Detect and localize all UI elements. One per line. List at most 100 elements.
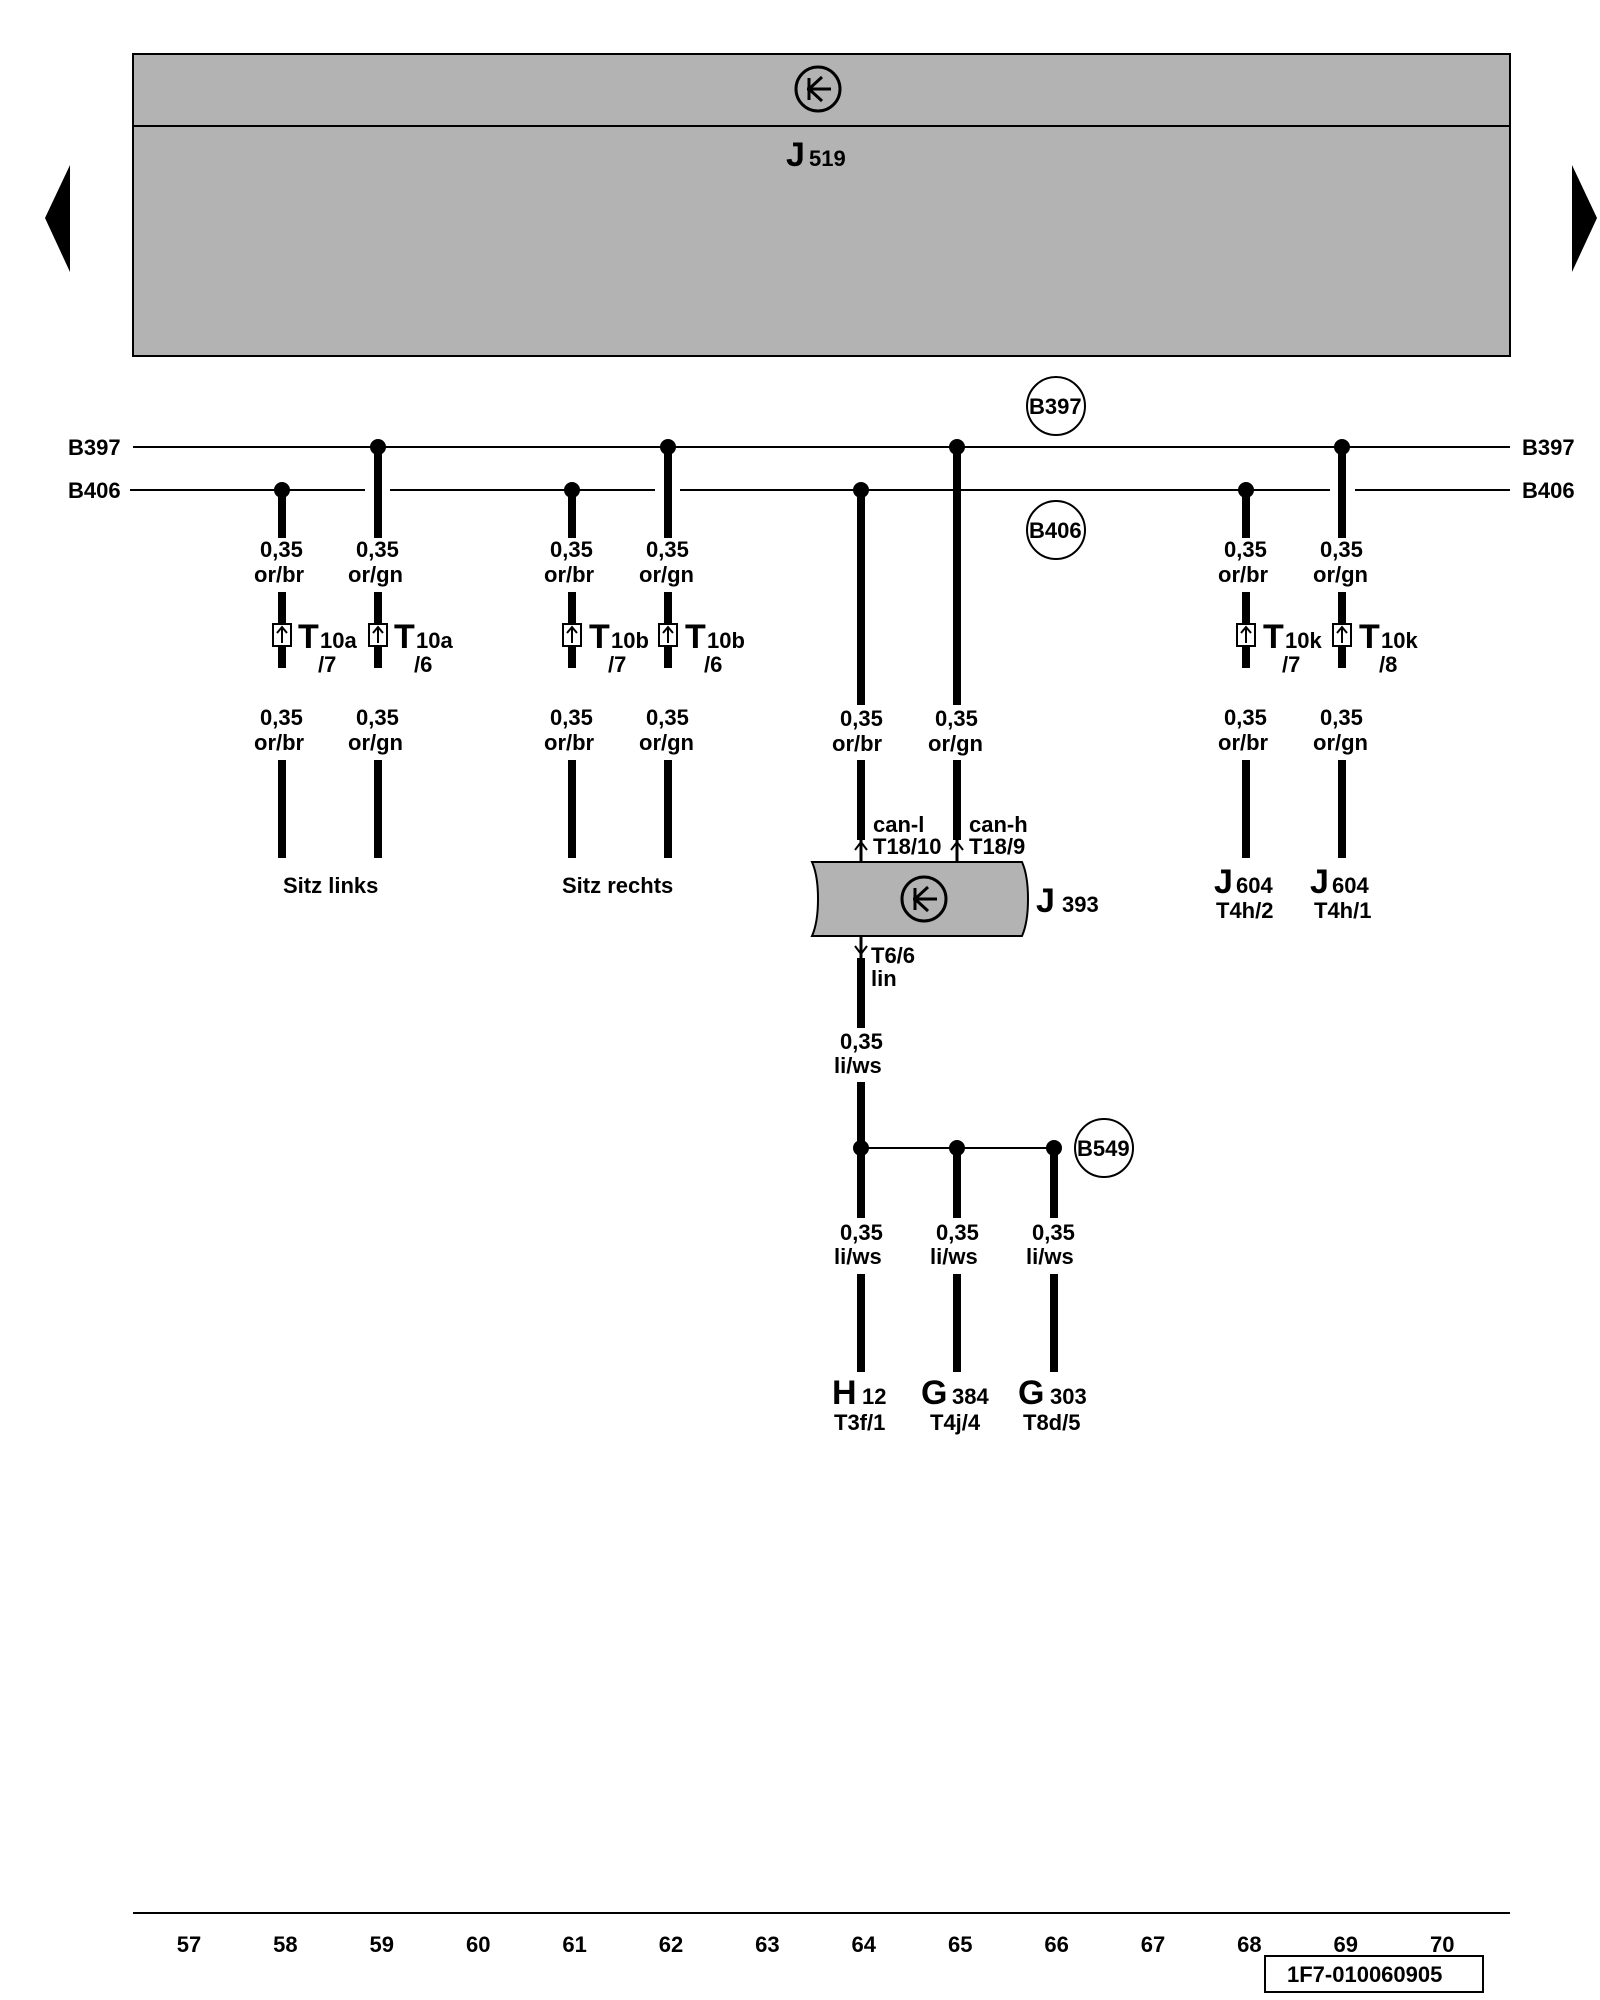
svg-text:0,35: 0,35 (356, 705, 399, 730)
bus-symbol-icon (794, 65, 842, 113)
svg-text:/7: /7 (1282, 652, 1300, 677)
svg-text:T: T (298, 618, 319, 656)
svg-text:0,35: 0,35 (936, 1220, 979, 1245)
svg-text:10b: 10b (707, 628, 745, 653)
ruler-number: 68 (1237, 1932, 1261, 1957)
svg-text:T: T (394, 618, 415, 656)
svg-text:T: T (589, 618, 610, 656)
svg-text:0,35: 0,35 (1320, 537, 1363, 562)
control-unit-j519: J 519 (132, 53, 1511, 357)
svg-text:or/gn: or/gn (639, 562, 694, 587)
svg-text:12: 12 (862, 1384, 886, 1409)
svg-text:T: T (685, 618, 706, 656)
svg-text:604: 604 (1236, 873, 1273, 898)
svg-text:or/br: or/br (1218, 730, 1269, 755)
svg-text:G: G (921, 1374, 947, 1412)
svg-text:0,35: 0,35 (1224, 705, 1267, 730)
wire-lin: T6/6 lin 0,35 li/ws (834, 936, 915, 1148)
svg-text:303: 303 (1050, 1384, 1087, 1409)
wire-can-h: 0,35 or/gn (928, 439, 983, 862)
bus-b397: B397 B397 (68, 435, 1575, 460)
destination-sitz-rechts: Sitz rechts (562, 873, 673, 898)
wire-can-l: 0,35 or/br (832, 482, 883, 862)
next-page-arrow-icon[interactable] (1572, 165, 1597, 272)
can-h-label: can-h (969, 812, 1028, 837)
connector-icon (272, 623, 292, 647)
svg-text:0,35: 0,35 (1320, 705, 1363, 730)
ruler-number: 67 (1141, 1932, 1165, 1957)
svg-text:0,35: 0,35 (840, 706, 883, 731)
wire-sitz-rechts-br: 0,35 or/br T 10b /7 0,35 or/br (544, 482, 649, 858)
svg-text:T: T (1359, 618, 1380, 656)
svg-text:0,35: 0,35 (646, 705, 689, 730)
wire-sitz-links-gn: 0,35 or/gn T 10a /6 0,35 or/gn (348, 439, 453, 858)
svg-text:or/gn: or/gn (1313, 730, 1368, 755)
svg-text:0,35: 0,35 (646, 537, 689, 562)
splice-b397: B397 (1026, 376, 1086, 436)
svg-text:0,35: 0,35 (260, 705, 303, 730)
ruler-number: 58 (273, 1932, 297, 1957)
splice-b406: B406 (1026, 500, 1086, 560)
svg-text:or/gn: or/gn (1313, 562, 1368, 587)
svg-text:0,35: 0,35 (260, 537, 303, 562)
svg-text:or/gn: or/gn (348, 730, 403, 755)
bus-b406-label-right: B406 (1522, 478, 1575, 503)
bus-b397-label-right: B397 (1522, 435, 1575, 460)
ruler-number: 66 (1044, 1932, 1068, 1957)
svg-text:393: 393 (1062, 892, 1099, 917)
svg-text:0,35: 0,35 (840, 1220, 883, 1245)
ruler-number: 59 (370, 1932, 394, 1957)
svg-text:T6/6: T6/6 (871, 943, 915, 968)
destination-sitz-links: Sitz links (283, 873, 378, 898)
svg-text:G: G (1018, 1374, 1044, 1412)
svg-text:T: T (1263, 618, 1284, 656)
destination-j604-a: J 604 T4h/2 (1214, 863, 1273, 923)
prev-page-arrow-icon[interactable] (45, 165, 70, 272)
svg-text:or/br: or/br (254, 562, 305, 587)
svg-text:or/br: or/br (254, 730, 305, 755)
svg-text:/7: /7 (608, 652, 626, 677)
svg-text:or/br: or/br (1218, 562, 1269, 587)
can-h-pin: T18/9 (969, 834, 1025, 859)
connector-icon (658, 623, 678, 647)
svg-text:B549: B549 (1077, 1136, 1130, 1161)
svg-text:or/br: or/br (544, 730, 595, 755)
control-unit-j393: J 393 (810, 861, 1099, 937)
svg-text:li/ws: li/ws (834, 1244, 882, 1269)
svg-text:J: J (1214, 863, 1233, 901)
ruler-number: 60 (466, 1932, 490, 1957)
bus-b406-label-left: B406 (68, 478, 121, 503)
bus-b406: B406 B406 (68, 478, 1575, 503)
wire-sitz-links-br: 0,35 or/br T 10a /7 0,35 or/br (254, 482, 357, 858)
svg-text:384: 384 (952, 1384, 989, 1409)
can-l-label: can-l (873, 812, 924, 837)
connector-icon (1332, 623, 1352, 647)
ruler-number: 69 (1334, 1932, 1358, 1957)
bus-symbol-icon (900, 875, 948, 923)
splice-b549: B549 (853, 1118, 1134, 1178)
document-code: 1F7-010060905 (1264, 1955, 1484, 1993)
svg-text:T4h/2: T4h/2 (1216, 898, 1273, 923)
svg-text:10b: 10b (611, 628, 649, 653)
svg-text:10a: 10a (320, 628, 357, 653)
svg-text:0,35: 0,35 (1224, 537, 1267, 562)
svg-text:li/ws: li/ws (1026, 1244, 1074, 1269)
svg-text:T4h/1: T4h/1 (1314, 898, 1371, 923)
connector-icon (1236, 623, 1256, 647)
svg-text:or/gn: or/gn (928, 731, 983, 756)
j519-number: 519 (809, 146, 846, 171)
svg-text:or/gn: or/gn (348, 562, 403, 587)
svg-text:T3f/1: T3f/1 (834, 1410, 885, 1435)
svg-text:1F7-010060905: 1F7-010060905 (1287, 1962, 1442, 1987)
ruler-number: 57 (177, 1932, 201, 1957)
svg-text:T4j/4: T4j/4 (930, 1410, 981, 1435)
svg-text:/6: /6 (704, 652, 722, 677)
wire-sitz-rechts-gn: 0,35 or/gn T 10b /6 0,35 or/gn (639, 439, 745, 858)
ruler-number: 64 (852, 1932, 877, 1957)
connector-icon (368, 623, 388, 647)
bus-b397-label-left: B397 (68, 435, 121, 460)
svg-text:0,35: 0,35 (550, 705, 593, 730)
svg-text:/6: /6 (414, 652, 432, 677)
branch-h12: 0,35 li/ws H 12 T3f/1 (832, 1148, 886, 1435)
